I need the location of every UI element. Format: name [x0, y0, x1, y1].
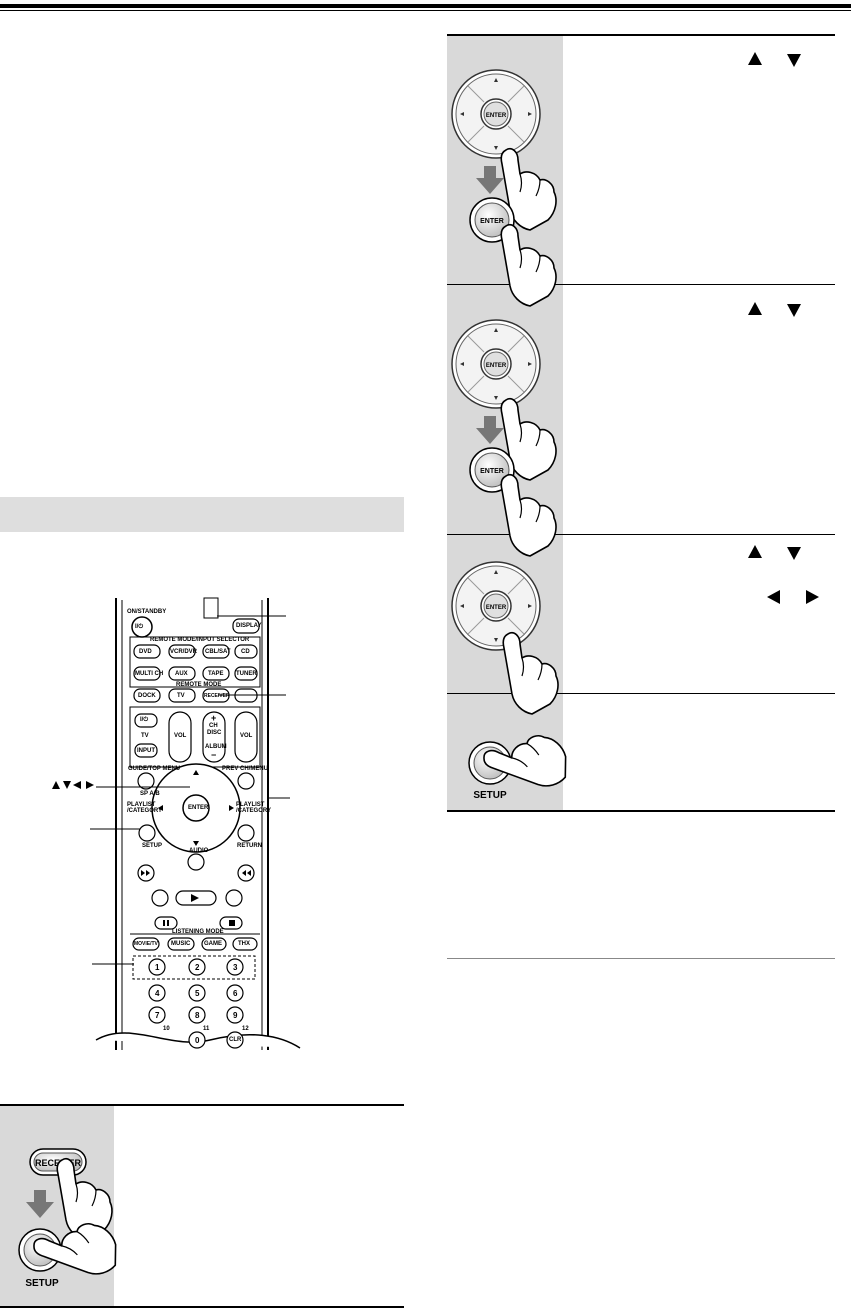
vcr-dvr-button: VCR/DVR [170, 649, 198, 655]
digit-7: 7 [155, 1011, 160, 1020]
section-heading-bar [0, 497, 404, 532]
receiver-mode-button: RECEIVER [204, 693, 230, 699]
on-standby-label: ON/STANDBY [127, 609, 167, 615]
ch-plus: + [211, 713, 217, 723]
right-arrow-icon [806, 590, 819, 604]
left-panel-bottom-rule [0, 1306, 404, 1308]
remote-audio-label: AUDIO [189, 848, 209, 854]
enter-button-large: ENTER [480, 468, 504, 475]
enter-button: ENTER [486, 605, 507, 611]
setup-label: SETUP [25, 1278, 59, 1289]
remote-enter-label: ENTER [188, 805, 209, 811]
playlist-category-left: PLAYLIST /CATEGORY [127, 802, 163, 814]
panel-divider-1 [447, 284, 835, 285]
remote-setup-label: SETUP [142, 843, 163, 849]
playlist-category-right: PLAYLIST /CATEGORY [236, 802, 272, 814]
display-button: DISPLAY [236, 623, 262, 629]
aux-button: AUX [175, 671, 188, 677]
down-arrow-icon [787, 304, 801, 317]
tuner-button: TUNER [236, 671, 257, 677]
callout-arrow-icons [50, 778, 96, 792]
digit-4: 4 [155, 989, 160, 998]
selector-title: REMOTE MODE/INPUT SELECTOR [150, 637, 250, 643]
remote-mode-title: REMOTE MODE [176, 682, 222, 688]
sub-number-12: 12 [242, 1026, 249, 1032]
tape-button: TAPE [208, 671, 224, 677]
cd-button: CD [241, 649, 250, 655]
digit-5: 5 [195, 989, 200, 998]
digit-2: 2 [195, 963, 200, 972]
note-box-rule [447, 958, 835, 959]
panel-divider-2 [447, 534, 835, 535]
panel-top-rule [447, 34, 835, 36]
panel-bottom-rule [447, 810, 835, 812]
left-arrow-icon [767, 590, 780, 604]
up-arrow-icon [748, 545, 762, 558]
digit-1: 1 [155, 963, 160, 972]
enter-button-large: ENTER [480, 218, 504, 225]
clr-button: CLR [229, 1037, 242, 1043]
dock-button: DOCK [138, 693, 156, 699]
digit-3: 3 [233, 963, 238, 972]
enter-button: ENTER [486, 363, 507, 369]
sub-number-10: 10 [163, 1026, 170, 1032]
tv-power-button: I/⏻ [140, 717, 149, 723]
left-panel-top-rule [0, 1104, 404, 1106]
dvd-button: DVD [139, 649, 152, 655]
up-arrow-icon [748, 52, 762, 65]
thx-button: THX [238, 941, 250, 947]
multi-ch-button: MULTI CH [135, 671, 164, 677]
prev-ch-menu-label: PREV CH/MENU [222, 766, 269, 772]
down-arrow-icon [787, 54, 801, 67]
tv-input-button: INPUT [137, 748, 155, 754]
music-button: MUSIC [171, 941, 191, 947]
remote-return-label: RETURN [237, 843, 262, 849]
panel-divider-3 [447, 693, 835, 694]
album-label: ALBUM [205, 744, 227, 750]
digit-8: 8 [195, 1011, 200, 1020]
header-rule-thick [0, 4, 851, 8]
game-button: GAME [204, 941, 222, 947]
tv-mode-button: TV [177, 693, 185, 699]
sp-ab-label: SP A/B [140, 791, 160, 797]
movie-tv-button: MOVIE/TV [134, 941, 158, 947]
digit-0: 0 [195, 1036, 200, 1045]
guide-top-menu-label: GUIDE/TOP MENU [128, 766, 181, 772]
down-arrow-icon [787, 547, 801, 560]
setup-label: SETUP [473, 790, 507, 801]
up-arrow-icon [748, 302, 762, 315]
ch-label: CH [209, 723, 218, 729]
power-button: I/⏻ [135, 624, 144, 630]
header-rule-thin [0, 10, 851, 11]
tv-label: TV [141, 733, 149, 739]
vol-label: VOL [174, 733, 187, 739]
digit-6: 6 [233, 989, 238, 998]
enter-button: ENTER [486, 113, 507, 119]
digit-9: 9 [233, 1011, 238, 1020]
tv-vol-label: VOL [240, 733, 253, 739]
disc-label: DISC [207, 730, 222, 736]
sub-number-11: 11 [203, 1026, 210, 1032]
listening-mode-title: LISTENING MODE [172, 929, 224, 935]
ch-minus: − [211, 750, 217, 760]
cbl-sat-button: CBL/SAT [205, 649, 231, 655]
